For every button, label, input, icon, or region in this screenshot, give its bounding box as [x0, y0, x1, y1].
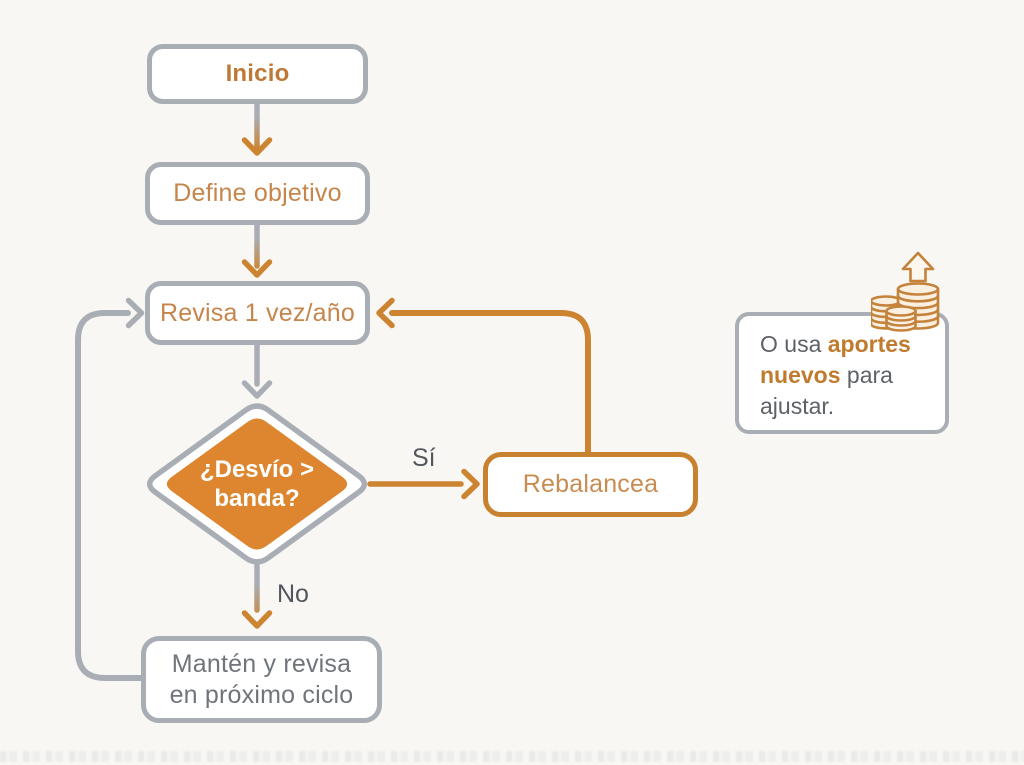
bottom-edge-artifact: [0, 751, 1024, 762]
coins-growth-icon: [871, 251, 940, 332]
node-manten-line2: en próximo ciclo: [169, 680, 354, 709]
arrowhead-revisa-decision: [241, 380, 273, 399]
note-line2-bold: nuevos: [760, 362, 841, 388]
note-line3: ajustar.: [760, 393, 835, 419]
growth-arrow-icon: [901, 251, 935, 283]
node-inicio: Inicio: [147, 44, 368, 104]
note-box: O usa aportes nuevos para ajustar.: [735, 312, 949, 434]
edge-label-no: No: [277, 580, 309, 608]
edge-rebalancea-revisa-loop: [389, 310, 591, 455]
decision-label: ¿Desvío > banda?: [157, 455, 357, 513]
node-revisa-anual: Revisa 1 vez/año: [145, 281, 370, 345]
coin-stack-front: [885, 305, 917, 332]
arrowhead-rebalancea-revisa: [376, 297, 395, 329]
arrowhead-define-revisa: [241, 259, 273, 278]
decision-label-line2: banda?: [214, 485, 300, 512]
node-rebalancea: Rebalancea: [483, 452, 698, 517]
arrowhead-decision-manten: [241, 610, 273, 629]
note-line2: nuevos para: [760, 360, 945, 391]
note-line1-bold: aportes: [827, 331, 911, 357]
node-define-objetivo: Define objetivo: [145, 162, 370, 225]
arrowhead-manten-revisa: [125, 297, 145, 329]
arrowhead-inicio-define: [241, 137, 273, 156]
note-line1-normal: O usa: [760, 331, 828, 357]
node-manten-line1: Mantén y revisa: [171, 650, 352, 678]
note-line2-normal: para: [840, 362, 893, 388]
note-line1: O usa aportes: [760, 329, 945, 360]
node-manten-revisa: Mantén y revisa en próximo ciclo: [141, 636, 382, 723]
edge-label-yes: Sí: [412, 444, 436, 472]
edge-manten-revisa-loop: [75, 310, 144, 681]
decision-label-line1: ¿Desvío >: [199, 456, 315, 483]
arrowhead-decision-rebalancea: [461, 468, 480, 500]
